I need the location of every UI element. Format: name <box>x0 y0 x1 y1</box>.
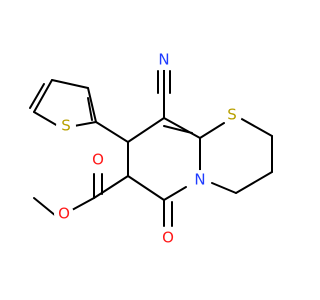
c9-c8-bond <box>127 117 165 143</box>
c6-n-bond <box>163 186 187 201</box>
ring-sulfur-label: S <box>227 106 237 124</box>
thiophene-c4-c5-double <box>29 83 45 109</box>
s-ch2-bond <box>239 117 273 137</box>
ch2-n-bond <box>211 182 237 194</box>
thiophene-c3-c4 <box>51 79 89 89</box>
thiophene-c4-c5 <box>33 79 53 113</box>
c9a-c9-double <box>163 125 193 134</box>
c9a-s-bond <box>199 122 225 139</box>
c7-c6-bond <box>127 175 165 201</box>
bond-layer <box>29 69 273 227</box>
thiophene-c5-s <box>33 111 59 127</box>
ester-ether-o-label: O <box>58 205 70 223</box>
atom-label-layer: N S S N O O O <box>54 50 242 248</box>
ring-n-label: N <box>194 171 205 189</box>
molecule-canvas: N S S N O O O <box>29 50 273 248</box>
ketone-o-label: O <box>162 229 174 247</box>
ch2-ch2b-bond <box>235 171 273 194</box>
thiophene-c2-c3 <box>87 87 97 123</box>
molecule-structure: N S S N O O O <box>29 50 273 248</box>
thiophene-c2-c3-double <box>87 97 93 121</box>
c9a-c9-bond <box>163 117 201 139</box>
thiophene-sulfur-label: S <box>61 117 71 135</box>
thiophene-s-c2 <box>73 121 97 127</box>
ester-o-methyl <box>33 197 57 217</box>
ester-c-o-single <box>71 197 95 211</box>
ester-carbonyl-o-label: O <box>92 151 104 169</box>
c7-ester-c-bond <box>93 175 129 199</box>
c8-thiophene-bond <box>95 121 129 143</box>
nitrile-n-label: N <box>158 51 169 69</box>
